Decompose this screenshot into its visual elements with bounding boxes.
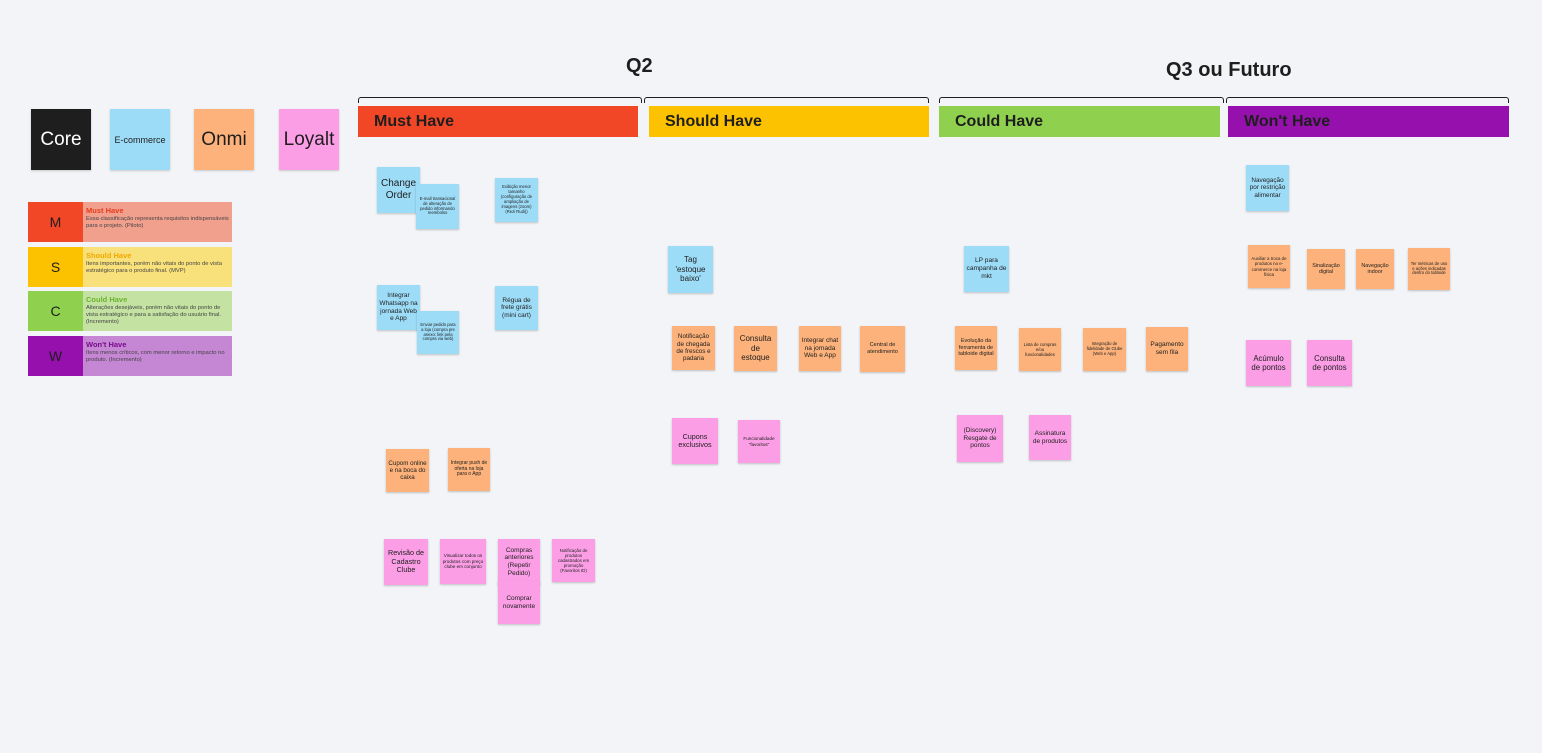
moscow-letter: M bbox=[28, 202, 83, 242]
sticky-integrar-push[interactable]: Integrar push de oferta na loja para o A… bbox=[448, 448, 490, 491]
moscow-desc: Itens importantes, porém não vitais do p… bbox=[86, 261, 222, 275]
sticky-navegacao-restricao[interactable]: Navegação por restrição alimentar bbox=[1246, 165, 1289, 211]
sticky-visualizar-preco[interactable]: Visualizar todos os produtos com preço c… bbox=[440, 539, 486, 584]
sticky-revisao-cadastro[interactable]: Revisão de Cadastro Clube bbox=[384, 539, 428, 585]
legend-card-loyalty[interactable]: Loyalt bbox=[279, 109, 339, 170]
quarter-title-q2: Q2 bbox=[626, 55, 653, 77]
legend-card-omni[interactable]: Onmi bbox=[194, 109, 254, 170]
sticky-comprar-novamente[interactable]: Comprar novamente bbox=[498, 581, 540, 624]
moscow-title: Could Have bbox=[86, 295, 128, 304]
sticky-cupons-exclusivos[interactable]: Cupons exclusivos bbox=[672, 418, 718, 464]
moscow-desc: Essa classificação representa requisitos… bbox=[86, 216, 229, 230]
sticky-chat-jornada[interactable]: Integrar chat na jornada Web e App bbox=[799, 326, 841, 371]
quarter-title-q3: Q3 ou Futuro bbox=[1166, 59, 1292, 81]
moscow-letter: W bbox=[28, 336, 83, 376]
moscow-letter: C bbox=[28, 291, 83, 331]
moscow-title: Should Have bbox=[86, 251, 132, 260]
header-wont-have[interactable]: Won't Have bbox=[1228, 106, 1509, 137]
sticky-enviar-pedido[interactable]: Enviar pedido para a loja (compra pre an… bbox=[417, 311, 459, 354]
sticky-whatsapp[interactable]: Integrar Whatsapp na jornada Web e App bbox=[377, 285, 420, 330]
sticky-consulta-estoque[interactable]: Consulta de estoque bbox=[734, 326, 777, 371]
sticky-lp-campanha[interactable]: LP para campanha de mkt bbox=[964, 246, 1009, 292]
sticky-central-atendimento[interactable]: Central de atendimento bbox=[860, 326, 905, 372]
sticky-auxiliar-troca[interactable]: Auxiliar a troca de produtos no e-commer… bbox=[1248, 245, 1290, 288]
legend-card-core[interactable]: Core bbox=[31, 109, 91, 170]
bracket-could bbox=[939, 97, 1224, 103]
sticky-evolucao-ferramenta[interactable]: Evolução da ferramenta de tabloide digit… bbox=[955, 326, 997, 370]
sticky-lista-compras[interactable]: Lista de compras e/ou funcionalidades bbox=[1019, 328, 1061, 371]
sticky-tag-estoque[interactable]: Tag 'estoque baixo' bbox=[668, 246, 713, 293]
sticky-cupom-online[interactable]: Cupom online e na boca do caixa bbox=[386, 449, 429, 492]
header-must-have[interactable]: Must Have bbox=[358, 106, 638, 137]
sticky-pagamento-fila[interactable]: Pagamento sem fila bbox=[1146, 327, 1188, 371]
bracket-must bbox=[358, 97, 642, 103]
sticky-navegacao-indoor[interactable]: Navegação indoor bbox=[1356, 249, 1394, 289]
header-should-have[interactable]: Should Have bbox=[649, 106, 929, 137]
sticky-notificacao-produtos[interactable]: Notificação de produtos cadastrados em p… bbox=[552, 539, 595, 582]
sticky-regua-frete[interactable]: Régua de frete grátis (mini cart) bbox=[495, 286, 538, 330]
moscow-desc: Itens menos críticos, com menor retorno … bbox=[86, 350, 225, 364]
sticky-notificacao-frescos[interactable]: Notificação de chegada de frescos e pada… bbox=[672, 326, 715, 370]
moscow-desc: Alterações desejáveis, porém não vitais … bbox=[86, 305, 222, 326]
header-could-have[interactable]: Could Have bbox=[939, 106, 1220, 137]
moscow-title: Must Have bbox=[86, 206, 124, 215]
bracket-wont bbox=[1226, 97, 1509, 103]
sticky-email-transacional[interactable]: E-mail transacional de alteração de pedi… bbox=[416, 184, 459, 229]
sticky-assinatura-produtos[interactable]: Assinatura de produtos bbox=[1029, 415, 1071, 460]
sticky-ter-metricas[interactable]: Ter métricas de uso e ações indicadas de… bbox=[1408, 248, 1450, 290]
legend-card-ecommerce[interactable]: E-commerce bbox=[110, 109, 170, 170]
sticky-funcionalidade-favoritos[interactable]: Funcionalidade "favoritos" bbox=[738, 420, 780, 463]
bracket-should bbox=[644, 97, 929, 103]
sticky-discovery-resgate[interactable]: (Discovery) Resgate de pontos bbox=[957, 415, 1003, 462]
moscow-letter: S bbox=[28, 247, 83, 287]
sticky-consulta-pontos[interactable]: Consulta de pontos bbox=[1307, 340, 1352, 386]
sticky-acumulo-pontos[interactable]: Acúmulo de pontos bbox=[1246, 340, 1291, 386]
sticky-sinalizacao-digital[interactable]: Sinalização digital bbox=[1307, 249, 1345, 289]
moscow-title: Won't Have bbox=[86, 340, 127, 349]
sticky-change-order[interactable]: Change Order bbox=[377, 167, 420, 213]
sticky-compras-anteriores[interactable]: Compras anteriores (Repetir Pedido) bbox=[498, 539, 540, 585]
sticky-integracao-fidelidade[interactable]: Integração de fidelidade de Clube (Web e… bbox=[1083, 328, 1126, 371]
sticky-exibicao-imagens[interactable]: Exibição menor tamanho (configuração de … bbox=[495, 178, 538, 222]
